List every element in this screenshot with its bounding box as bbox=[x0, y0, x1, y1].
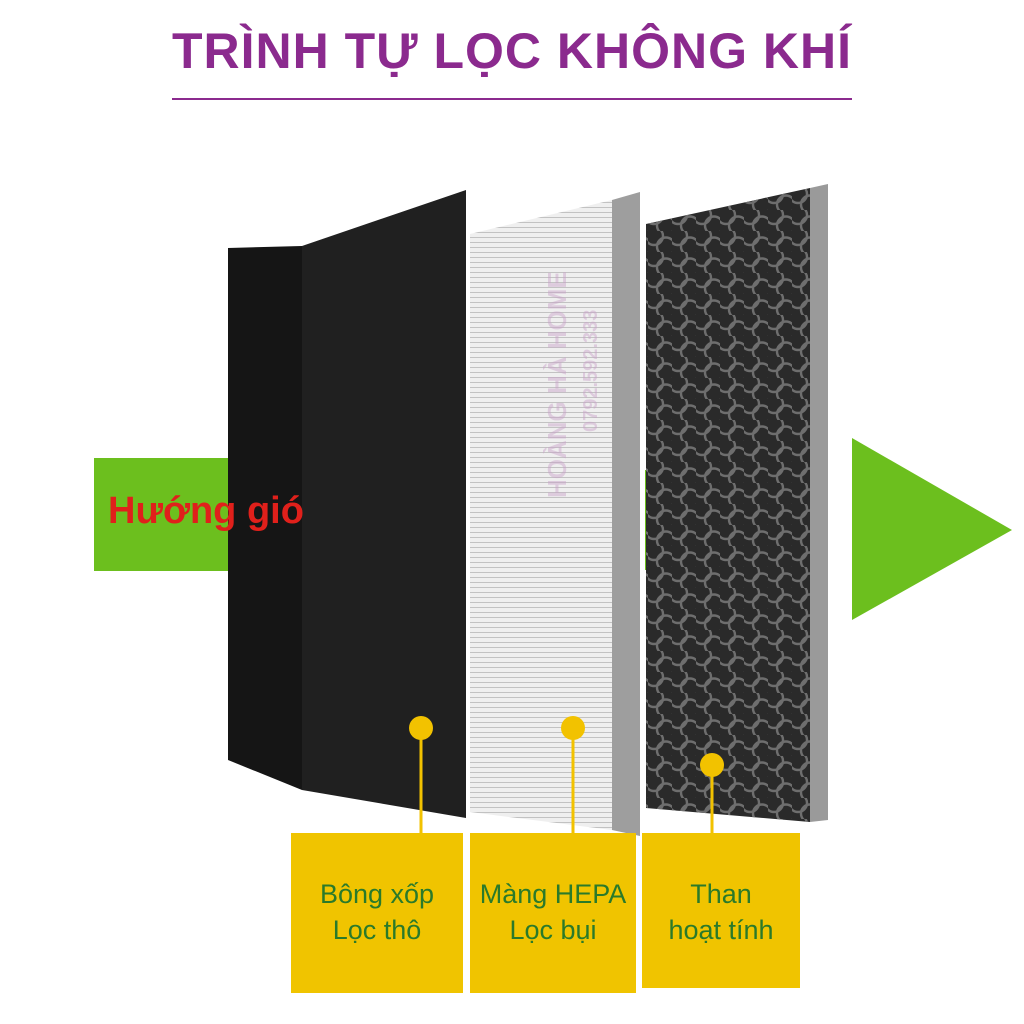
hepa-filter-face bbox=[470, 200, 612, 830]
foam-filter-face bbox=[302, 190, 466, 818]
watermark-phone: 0792.592.333 bbox=[580, 309, 602, 432]
marker-hepa bbox=[561, 716, 585, 840]
caption-box-foam bbox=[291, 833, 463, 993]
caption-carbon: Than hoạt tính bbox=[642, 876, 800, 948]
hepa-filter bbox=[470, 192, 640, 836]
caption-carbon-line1: Than bbox=[690, 879, 752, 909]
caption-box-hepa bbox=[470, 833, 636, 993]
arrow-head-tip bbox=[852, 438, 1012, 620]
caption-carbon-line2: hoạt tính bbox=[668, 915, 774, 945]
wind-direction-label: Hướng gió bbox=[108, 490, 304, 532]
carbon-filter bbox=[646, 184, 828, 822]
foam-filter bbox=[228, 190, 466, 818]
page-title: TRÌNH TỰ LỌC KHÔNG KHÍ bbox=[171, 23, 853, 79]
title-underline bbox=[172, 98, 852, 100]
caption-foam: Bông xốp Lọc thô bbox=[291, 876, 463, 948]
hepa-filter-frame bbox=[612, 192, 640, 836]
marker-foam bbox=[409, 716, 433, 840]
caption-hepa: Màng HEPA Lọc bụi bbox=[470, 876, 636, 948]
caption-box-carbon bbox=[642, 833, 800, 988]
caption-hepa-line2: Lọc bụi bbox=[509, 915, 597, 945]
caption-hepa-line1: Màng HEPA bbox=[479, 879, 627, 909]
caption-foam-line2: Lọc thô bbox=[332, 915, 422, 945]
watermark-brand: HOÀNG HÀ HOME bbox=[542, 271, 572, 498]
carbon-filter-mesh bbox=[646, 188, 810, 822]
marker-carbon bbox=[700, 753, 724, 840]
foam-filter-side bbox=[228, 246, 302, 790]
carbon-filter-frame bbox=[810, 184, 828, 822]
caption-foam-line1: Bông xốp bbox=[319, 879, 435, 909]
